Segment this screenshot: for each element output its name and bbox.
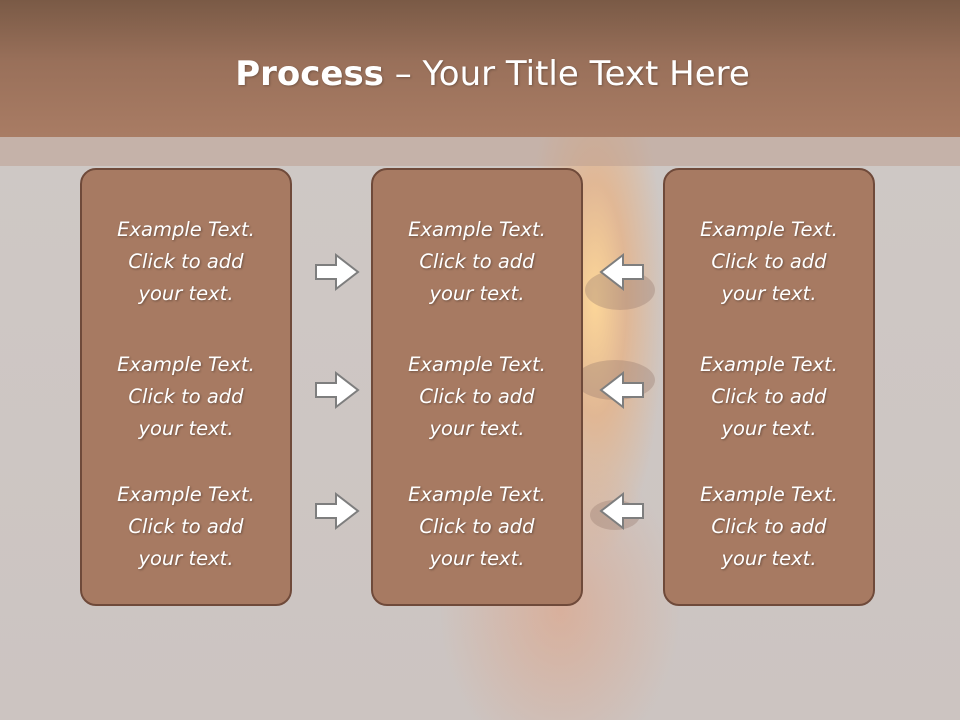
text-line: Click to add <box>128 385 244 408</box>
text-placeholder[interactable]: Example Text. Click to add your text. <box>82 214 290 310</box>
text-line: Click to add <box>711 385 827 408</box>
text-line: Click to add <box>419 385 535 408</box>
text-line: Example Text. <box>700 483 838 506</box>
text-line: Example Text. <box>700 218 838 241</box>
text-placeholder[interactable]: Example Text. Click to add your text. <box>373 479 581 575</box>
left-column-box[interactable]: Example Text. Click to add your text. Ex… <box>80 168 292 606</box>
text-placeholder[interactable]: Example Text. Click to add your text. <box>373 214 581 310</box>
text-placeholder[interactable]: Example Text. Click to add your text. <box>665 479 873 575</box>
slide-title[interactable]: Process – Your Title Text Here <box>0 52 960 96</box>
text-line: Example Text. <box>117 483 255 506</box>
text-line: Example Text. <box>700 353 838 376</box>
text-line: your text. <box>429 417 525 440</box>
middle-column-box[interactable]: Example Text. Click to add your text. Ex… <box>371 168 583 606</box>
text-placeholder[interactable]: Example Text. Click to add your text. <box>82 349 290 445</box>
text-line: your text. <box>138 547 234 570</box>
text-placeholder[interactable]: Example Text. Click to add your text. <box>665 349 873 445</box>
title-rest-text: – Your Title Text Here <box>383 54 750 94</box>
text-line: Click to add <box>419 515 535 538</box>
text-line: your text. <box>138 417 234 440</box>
text-line: Click to add <box>128 515 244 538</box>
text-line: Example Text. <box>408 218 546 241</box>
text-line: Example Text. <box>117 353 255 376</box>
text-line: Example Text. <box>408 353 546 376</box>
text-placeholder[interactable]: Example Text. Click to add your text. <box>373 349 581 445</box>
arrow-left-icon <box>599 252 644 292</box>
text-line: Click to add <box>711 515 827 538</box>
title-bold-text: Process <box>235 54 384 94</box>
arrow-left-icon <box>599 491 644 531</box>
text-line: your text. <box>721 547 817 570</box>
text-line: Example Text. <box>408 483 546 506</box>
text-line: your text. <box>138 282 234 305</box>
right-column-box[interactable]: Example Text. Click to add your text. Ex… <box>663 168 875 606</box>
text-line: Click to add <box>419 250 535 273</box>
text-line: your text. <box>721 417 817 440</box>
title-bar <box>0 0 960 137</box>
arrow-right-icon <box>315 370 360 410</box>
arrow-left-icon <box>599 370 644 410</box>
text-line: your text. <box>429 547 525 570</box>
text-line: Click to add <box>711 250 827 273</box>
text-line: Click to add <box>128 250 244 273</box>
text-line: your text. <box>721 282 817 305</box>
text-placeholder[interactable]: Example Text. Click to add your text. <box>82 479 290 575</box>
text-placeholder[interactable]: Example Text. Click to add your text. <box>665 214 873 310</box>
title-underline-band <box>0 137 960 166</box>
text-line: your text. <box>429 282 525 305</box>
arrow-right-icon <box>315 252 360 292</box>
arrow-right-icon <box>315 491 360 531</box>
text-line: Example Text. <box>117 218 255 241</box>
